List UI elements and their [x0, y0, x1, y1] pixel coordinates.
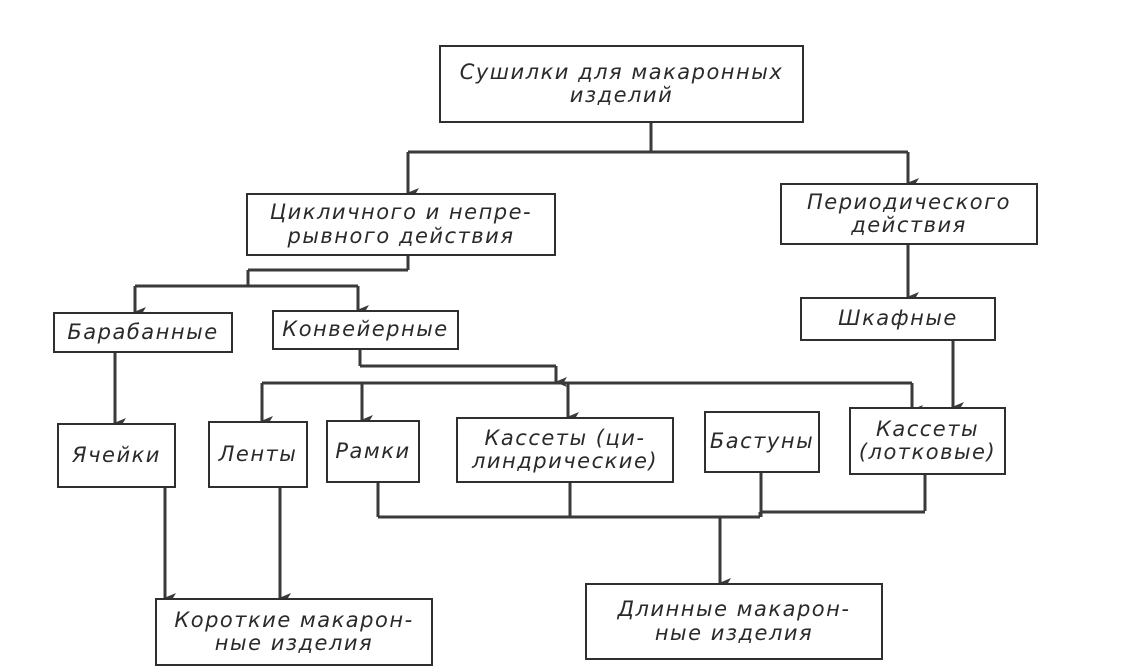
- node-cassettes-cyl: Кассеты (ци- линдрические): [456, 417, 674, 483]
- node-periodic: Периодического действия: [780, 183, 1038, 245]
- node-cassettes-tray: Кассеты (лотковые): [849, 407, 1006, 475]
- node-long: Длинные макарон- ные изделия: [585, 583, 883, 660]
- node-drum: Барабанные: [53, 312, 233, 353]
- node-frames: Рамки: [326, 420, 420, 483]
- node-belts: Ленты: [208, 421, 308, 488]
- node-cyclic: Цикличного и непре- рывного действия: [246, 193, 556, 256]
- node-rods: Бастуны: [704, 411, 820, 473]
- node-cabinet: Шкафные: [800, 297, 996, 341]
- node-root: Сушилки для макаронных изделий: [439, 45, 804, 123]
- node-short: Короткие макарон- ные изделия: [155, 598, 433, 666]
- node-conveyor: Конвейерные: [272, 310, 459, 350]
- node-cells: Ячейки: [57, 423, 176, 488]
